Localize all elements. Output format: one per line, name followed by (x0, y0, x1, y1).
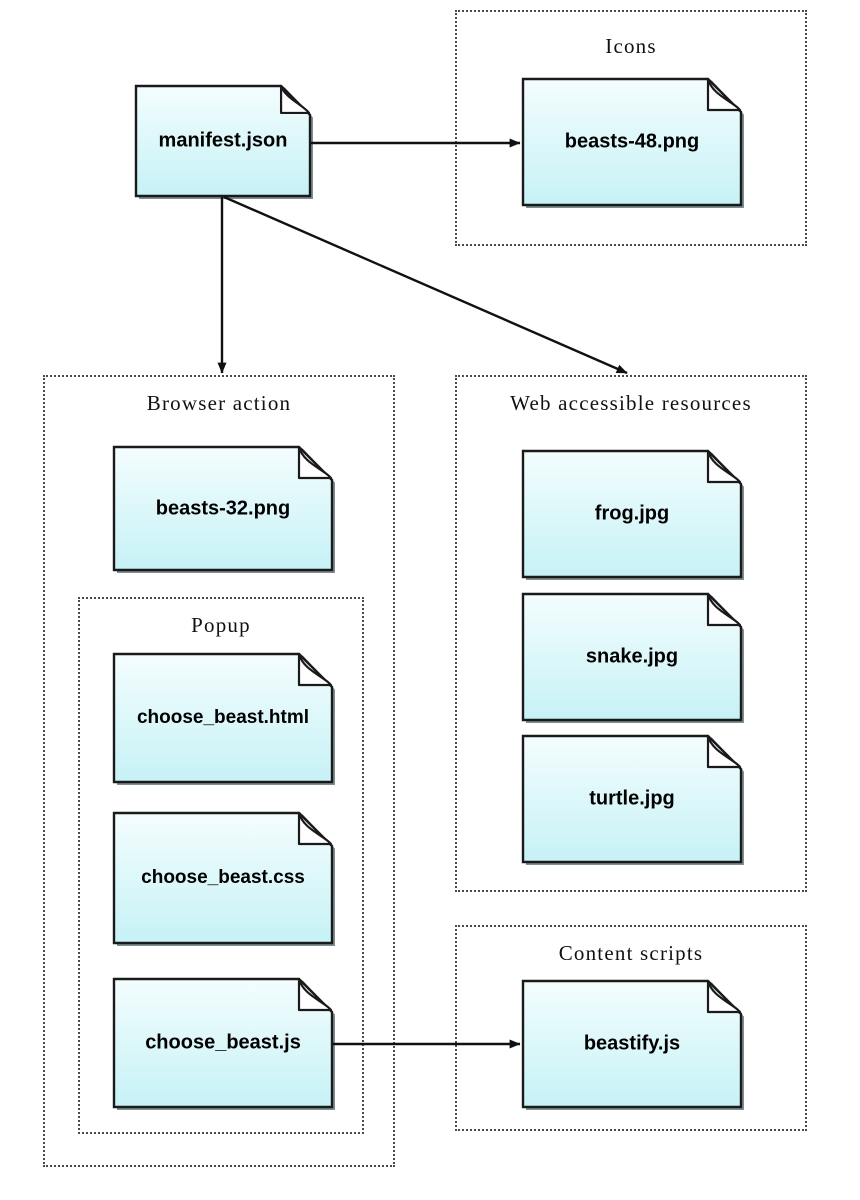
group-label-popup: Popup (191, 613, 251, 637)
document-shape-icon (521, 592, 744, 723)
document-shape-icon (521, 77, 744, 208)
document-shape-icon (134, 84, 313, 199)
document-shape-icon (521, 734, 744, 865)
file-node-beastify-js[interactable]: beastify.js (521, 979, 744, 1110)
file-node-turtle-jpg[interactable]: turtle.jpg (521, 734, 744, 865)
file-node-choose-beast-html[interactable]: choose_beast.html (112, 652, 335, 785)
group-label-web-accessible-resources: Web accessible resources (510, 391, 752, 415)
file-node-choose-beast-css[interactable]: choose_beast.css (112, 811, 335, 946)
document-shape-icon (112, 445, 335, 573)
file-node-beasts-32-png[interactable]: beasts-32.png (112, 445, 335, 573)
group-label-content-scripts: Content scripts (558, 941, 704, 965)
file-node-manifest-json[interactable]: manifest.json (134, 84, 313, 199)
group-browser-action: Browser action (43, 375, 395, 1167)
group-web-accessible-resources: Web accessible resources (455, 375, 807, 892)
group-icons: Icons (455, 10, 807, 246)
group-label-browser-action: Browser action (146, 391, 292, 415)
file-node-choose-beast-js[interactable]: choose_beast.js (112, 977, 335, 1110)
document-shape-icon (112, 652, 335, 785)
document-shape-icon (112, 811, 335, 946)
file-node-snake-jpg[interactable]: snake.jpg (521, 592, 744, 723)
file-node-frog-jpg[interactable]: frog.jpg (521, 449, 744, 580)
group-label-icons: Icons (605, 34, 657, 58)
group-popup: Popup (78, 597, 364, 1134)
document-shape-icon (521, 979, 744, 1110)
document-shape-icon (112, 977, 335, 1110)
file-node-beasts-48-png[interactable]: beasts-48.png (521, 77, 744, 208)
group-content-scripts: Content scripts (455, 925, 807, 1131)
document-shape-icon (521, 449, 744, 580)
